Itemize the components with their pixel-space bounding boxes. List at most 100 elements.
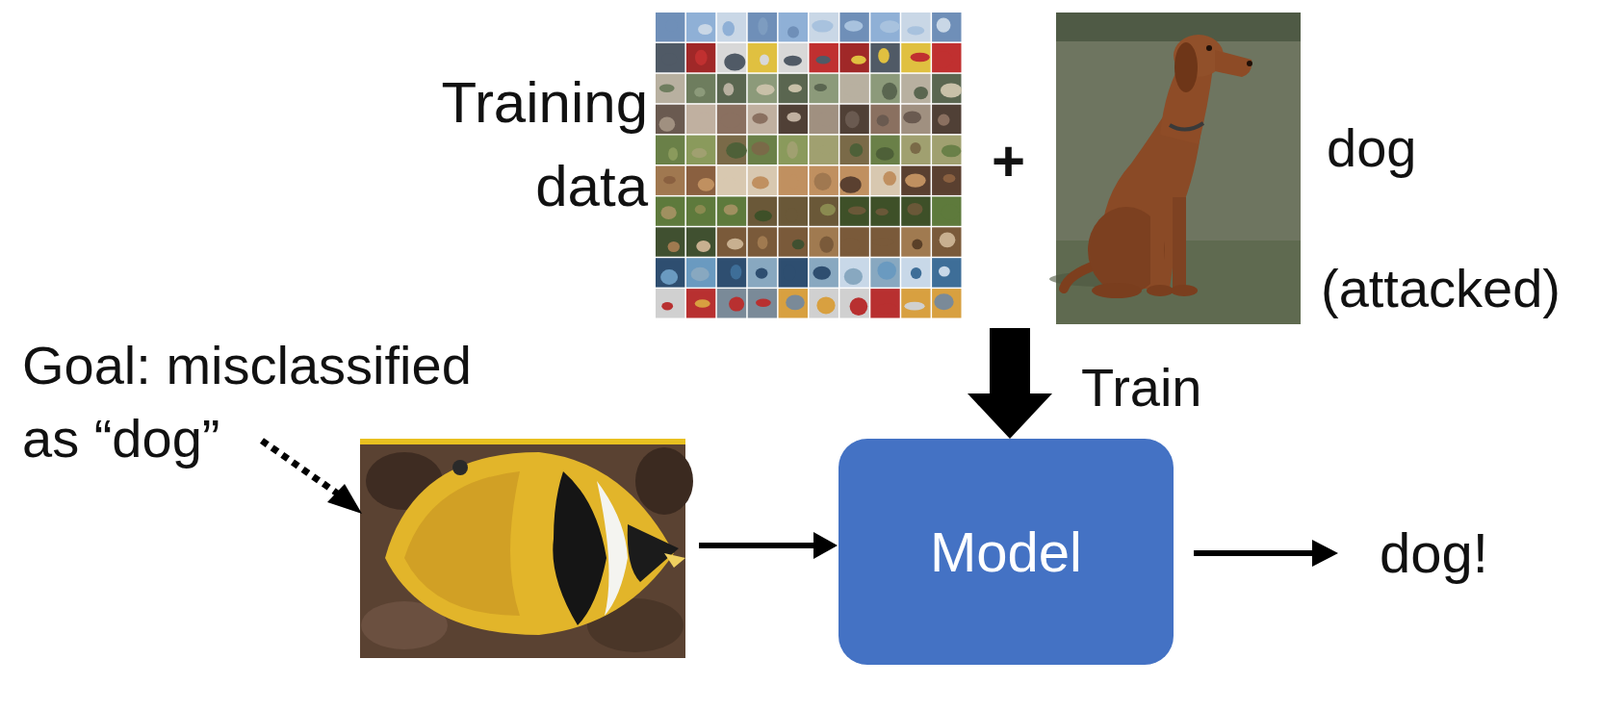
thumbnail-subject xyxy=(937,114,950,127)
thumbnail-subject xyxy=(816,296,835,314)
thumbnail-subject xyxy=(820,204,836,216)
thumbnail-subject xyxy=(941,204,960,220)
thumbnail-subject xyxy=(818,145,835,155)
thumbnail-subject xyxy=(691,267,710,282)
text-label: dog xyxy=(1326,119,1417,178)
text-label: Training data xyxy=(407,60,648,229)
thumbnail xyxy=(686,104,716,134)
thumbnail-subject xyxy=(909,142,921,155)
thumbnail xyxy=(717,12,747,42)
goal-pointer xyxy=(261,440,362,515)
thumbnail xyxy=(931,12,961,42)
thumbnail xyxy=(901,43,930,73)
thumbnail-subject xyxy=(695,299,711,309)
thumbnail xyxy=(901,166,930,196)
text-label: Train xyxy=(1081,359,1203,417)
thumbnail-subject xyxy=(845,110,860,129)
thumbnail xyxy=(839,43,869,73)
thumbnail-subject xyxy=(903,111,922,125)
thumbnail-subject xyxy=(722,82,734,96)
thumbnail xyxy=(870,227,900,257)
thumbnail xyxy=(655,104,685,134)
dog-photo xyxy=(1049,12,1301,325)
thumbnail xyxy=(901,74,930,104)
thumbnail xyxy=(839,258,869,287)
thumbnail-subject xyxy=(906,25,925,35)
thumbnail xyxy=(748,135,777,165)
text-label: dog! xyxy=(1379,523,1489,584)
process-box: Model xyxy=(838,438,1174,666)
thumbnail-subject xyxy=(697,24,713,35)
thumbnail-subject xyxy=(906,203,923,216)
thumbnail-subject xyxy=(723,204,739,215)
thumbnail xyxy=(901,258,930,287)
thumbnail-subject xyxy=(850,297,869,316)
thumbnail-subject xyxy=(786,141,799,159)
thumbnail-subject xyxy=(660,206,676,220)
thumbnail-subject xyxy=(695,50,708,66)
thumbnail xyxy=(748,74,777,104)
thumbnail xyxy=(717,196,747,226)
thumbnail-subject xyxy=(691,148,707,158)
thumbnail-subject xyxy=(694,87,705,98)
thumbnail xyxy=(809,135,839,165)
thumbnail xyxy=(655,43,685,73)
thumbnail-subject xyxy=(722,177,737,187)
thumbnail-subject xyxy=(938,266,951,278)
thumbnail xyxy=(931,135,961,165)
thumbnail-subject xyxy=(726,238,744,251)
box-label: Model xyxy=(929,519,1083,585)
thumbnail-subject xyxy=(844,83,865,98)
thumbnail xyxy=(778,288,808,318)
output-arrow xyxy=(1193,540,1339,568)
thumbnail xyxy=(778,258,808,287)
thumbnail-subject xyxy=(759,53,770,65)
training-image-grid xyxy=(655,12,962,319)
thumbnail-subject xyxy=(659,117,676,132)
thumbnail xyxy=(839,12,869,42)
thumbnail xyxy=(655,12,685,42)
thumbnail xyxy=(931,227,961,257)
thumbnail-subject xyxy=(911,239,923,251)
thumbnail-subject xyxy=(756,83,775,96)
thumbnail xyxy=(809,166,839,196)
thumbnail-subject xyxy=(722,21,735,36)
thumbnail xyxy=(655,135,685,165)
thumbnail xyxy=(870,74,900,104)
thumbnail-subject xyxy=(661,52,677,66)
thumbnail xyxy=(809,43,839,73)
thumbnail xyxy=(901,288,930,318)
thumbnail xyxy=(655,196,685,226)
thumbnail-subject xyxy=(816,112,837,128)
thumbnail xyxy=(717,166,747,196)
thumbnail-subject xyxy=(881,82,898,101)
thumbnail xyxy=(717,74,747,104)
thumbnail xyxy=(686,74,716,104)
train-arrow xyxy=(967,328,1053,439)
thumbnail-subject xyxy=(876,208,889,217)
thumbnail-subject xyxy=(812,266,831,281)
thumbnail xyxy=(870,166,900,196)
thumbnail xyxy=(870,135,900,165)
thumbnail xyxy=(717,104,747,134)
thumbnail-subject xyxy=(668,241,680,253)
thumbnail-subject xyxy=(785,295,805,311)
thumbnail xyxy=(809,288,839,318)
thumbnail xyxy=(748,227,777,257)
thumbnail-subject xyxy=(850,143,864,157)
text-label: + xyxy=(991,132,1026,191)
thumbnail-subject xyxy=(696,240,711,253)
thumbnail-subject xyxy=(877,114,890,127)
thumbnail xyxy=(748,258,777,287)
thumbnail xyxy=(717,288,747,318)
thumbnail-subject xyxy=(663,176,676,184)
input-arrow xyxy=(698,532,838,560)
thumbnail-subject xyxy=(665,19,678,32)
thumbnail xyxy=(870,104,900,134)
text-label: Goal: misclassified as “dog” xyxy=(22,329,494,476)
thumbnail xyxy=(809,104,839,134)
thumbnail-subject xyxy=(757,17,768,35)
thumbnail-subject xyxy=(816,55,831,65)
thumbnail-subject xyxy=(936,17,952,32)
thumbnail-subject xyxy=(720,113,742,129)
